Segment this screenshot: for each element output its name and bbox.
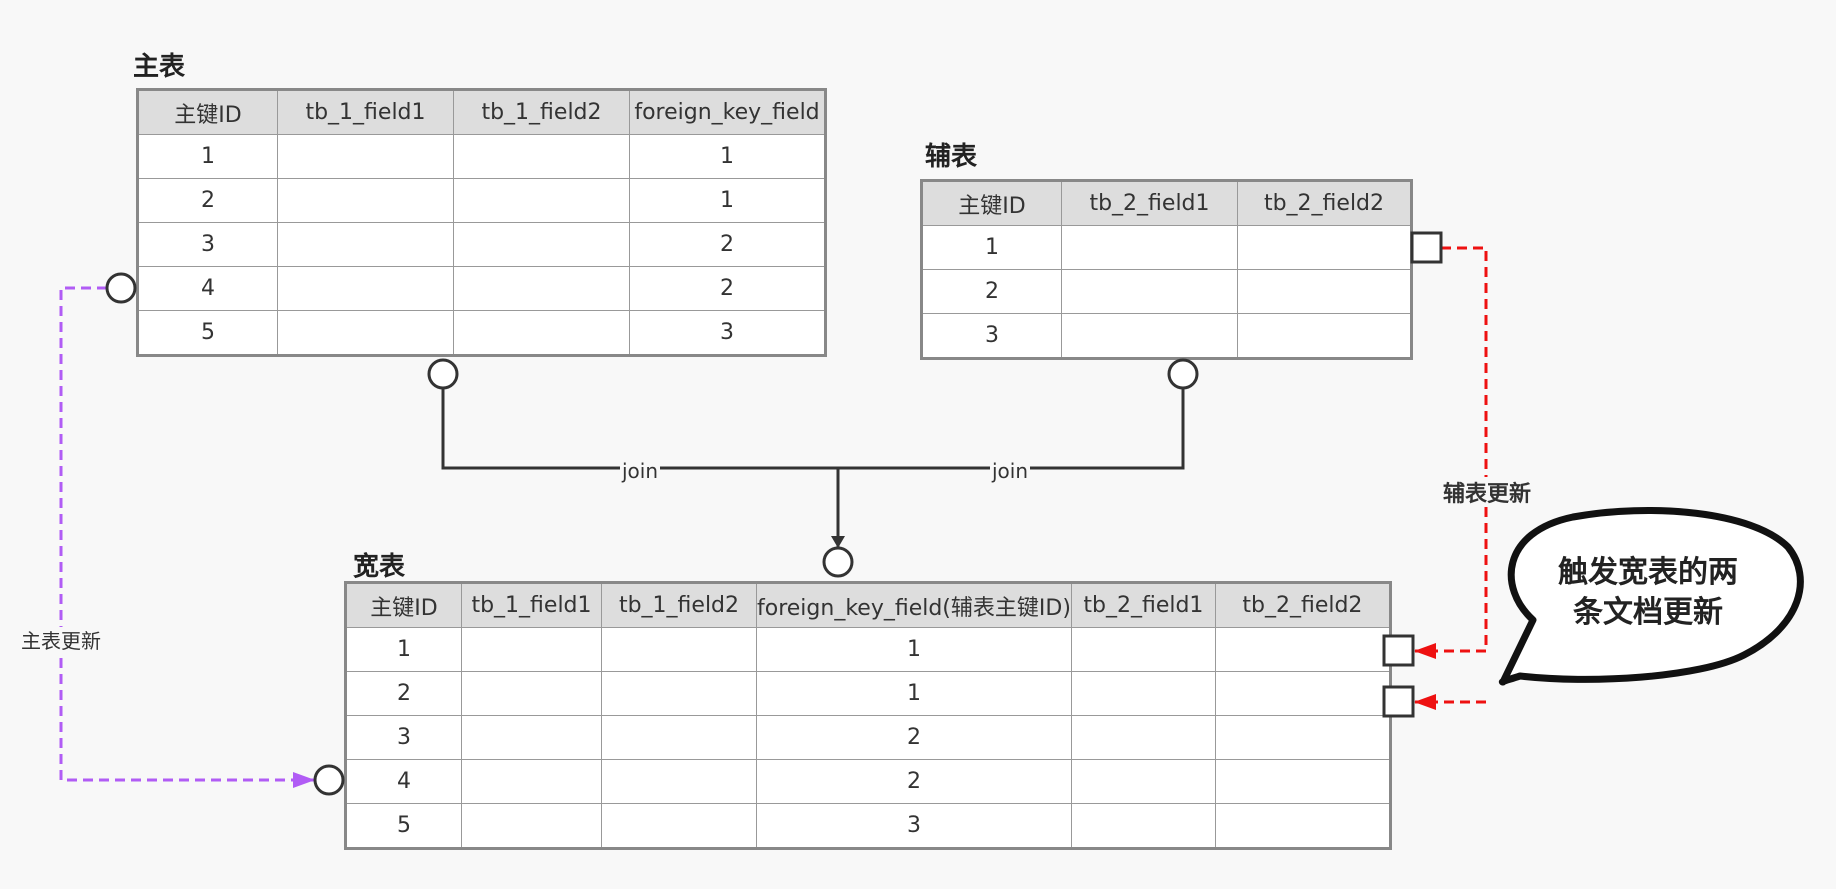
column-header: foreign_key_field(辅表主键ID) (756, 582, 1072, 628)
table-cell (461, 803, 602, 849)
table-row: 1 (921, 225, 1412, 270)
main-update-line (59, 286, 315, 788)
table-cell (1061, 313, 1238, 359)
join-label-right-bg (990, 455, 1030, 481)
join-line-right (838, 388, 1185, 470)
column-header: tb_1_field1 (277, 89, 454, 135)
column-header: 主键ID (921, 180, 1062, 226)
join-label-right: join (991, 459, 1028, 483)
table-cell: 1 (137, 134, 278, 179)
wide-table-title: 宽表 (353, 552, 406, 582)
main-update-label-bg (20, 627, 102, 655)
table-cell: 2 (921, 269, 1062, 314)
column-header: tb_1_field2 (601, 582, 757, 628)
main-update-label: 主表更新 (21, 629, 101, 653)
join-line-left (441, 388, 838, 470)
column-header: tb_1_field1 (461, 582, 602, 628)
main-table-update-port (105, 272, 137, 304)
bubble-text-line2: 条文档更新 (1573, 595, 1723, 630)
table-cell (453, 266, 630, 311)
column-header: tb_2_field2 (1214, 582, 1391, 628)
table-cell (453, 222, 630, 267)
table-cell (1214, 715, 1391, 760)
table-cell (277, 134, 454, 179)
table-cell: 3 (345, 715, 462, 760)
table-cell (277, 310, 454, 356)
table-cell (1237, 225, 1412, 270)
table-cell: 3 (137, 222, 278, 267)
aux-update-label-bg (1437, 477, 1537, 507)
table-row: 3 (921, 313, 1412, 359)
table-cell (461, 715, 602, 760)
table-cell (1070, 803, 1216, 849)
join-label-left: join (621, 459, 658, 483)
table-cell (453, 310, 630, 356)
table-cell (1237, 269, 1412, 314)
table-cell: 1 (756, 671, 1072, 716)
table-cell (461, 671, 602, 716)
table-cell (601, 627, 757, 672)
table-cell (1070, 759, 1216, 804)
bubble-text-line1: 触发宽表的两 (1558, 555, 1738, 590)
wide-table-update-port (313, 764, 345, 796)
column-header: tb_2_field1 (1061, 180, 1238, 226)
table-cell: 1 (629, 178, 826, 223)
table-cell: 1 (921, 225, 1062, 270)
table-cell: 3 (921, 313, 1062, 359)
wide-table-join-port (822, 546, 854, 578)
wide-row2-update-port (1382, 685, 1415, 718)
aux-table-title: 辅表 (925, 142, 978, 172)
table-cell: 2 (629, 222, 826, 267)
table-cell (1237, 313, 1412, 359)
column-header: tb_2_field1 (1070, 582, 1216, 628)
table-cell (601, 803, 757, 849)
table-cell: 3 (629, 310, 826, 356)
wide-row1-update-port (1382, 634, 1415, 667)
table-cell (453, 178, 630, 223)
table-cell: 4 (345, 759, 462, 804)
table-cell (601, 671, 757, 716)
table-cell: 2 (137, 178, 278, 223)
speech-bubble (1498, 507, 1804, 686)
table-cell (461, 759, 602, 804)
table-cell: 2 (629, 266, 826, 311)
aux-update-line (1414, 246, 1488, 659)
aux-table-join-port (1167, 358, 1199, 390)
column-header: 主键ID (345, 582, 462, 628)
main-table-join-port (427, 358, 459, 390)
table-cell: 4 (137, 266, 278, 311)
table-cell (277, 178, 454, 223)
main-table-title: 主表 (133, 52, 186, 82)
table-cell (453, 134, 630, 179)
table-cell (1061, 225, 1238, 270)
table-cell: 5 (345, 803, 462, 849)
table-cell (1070, 627, 1216, 672)
table-cell (1214, 803, 1391, 849)
column-header: 主键ID (137, 89, 278, 135)
table-cell: 2 (756, 715, 1072, 760)
aux-update-label: 辅表更新 (1443, 481, 1531, 507)
column-header: foreign_key_field (629, 89, 826, 135)
aux-table-update-port (1410, 231, 1443, 264)
table-cell: 2 (345, 671, 462, 716)
column-header: tb_2_field2 (1237, 180, 1412, 226)
join-label-left-bg (620, 455, 660, 481)
table-cell: 3 (756, 803, 1072, 849)
